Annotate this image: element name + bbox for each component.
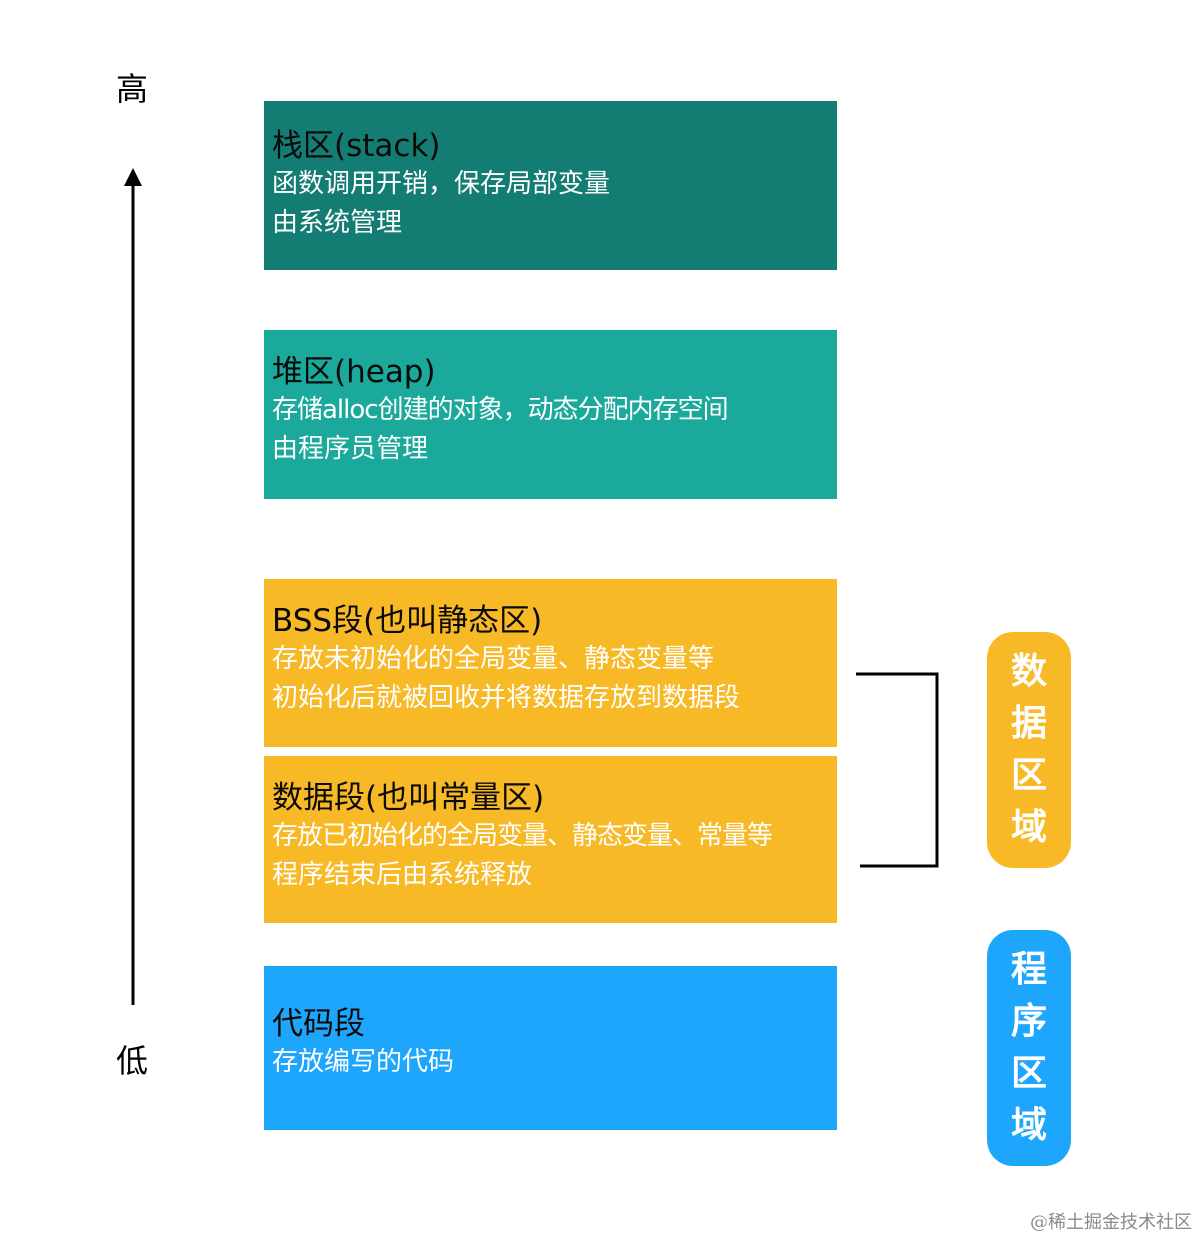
- program-area-char: 区: [1010, 1053, 1047, 1094]
- data-area-bracket: [856, 672, 939, 868]
- data-segment-desc-2: 程序结束后由系统释放: [272, 859, 533, 890]
- bss-region: BSS段(也叫静态区) 存放未初始化的全局变量、静态变量等 初始化后就被回收并将…: [264, 579, 837, 747]
- program-area-char: 程: [1010, 949, 1047, 990]
- data-segment-desc-1: 存放已初始化的全局变量、静态变量、常量等: [272, 821, 773, 852]
- stack-title: 栈区(stack): [272, 128, 441, 164]
- heap-desc-2: 由程序员管理: [272, 433, 429, 464]
- bss-desc-2: 初始化后就被回收并将数据存放到数据段: [272, 682, 741, 713]
- address-axis-arrow: [124, 168, 142, 1005]
- program-area-char: 域: [1010, 1105, 1047, 1146]
- heap-region: 堆区(heap) 存储alloc创建的对象，动态分配内存空间 由程序员管理: [264, 330, 837, 499]
- program-area-char: 序: [1010, 1001, 1047, 1042]
- code-segment-desc-1: 存放编写的代码: [272, 1047, 455, 1078]
- data-segment-region: 数据段(也叫常量区) 存放已初始化的全局变量、静态变量、常量等 程序结束后由系统…: [264, 756, 837, 923]
- heap-desc-1: 存储alloc创建的对象，动态分配内存空间: [272, 395, 729, 426]
- bss-desc-1: 存放未初始化的全局变量、静态变量等: [272, 644, 715, 675]
- axis-high-label: 高: [115, 70, 148, 108]
- watermark: @稀土掘金技术社区: [1030, 1212, 1192, 1233]
- bss-title: BSS段(也叫静态区): [272, 603, 543, 639]
- data-area-char: 区: [1010, 755, 1047, 796]
- data-area-char: 数: [1010, 651, 1047, 692]
- axis-low-label: 低: [115, 1042, 148, 1080]
- code-segment-region: 代码段 存放编写的代码: [264, 966, 837, 1130]
- stack-desc-1: 函数调用开销，保存局部变量: [272, 169, 611, 200]
- stack-desc-2: 由系统管理: [272, 207, 403, 238]
- program-area-label: 程 序 区 域: [987, 930, 1071, 1166]
- code-segment-title: 代码段: [272, 1006, 365, 1042]
- stack-region: 栈区(stack) 函数调用开销，保存局部变量 由系统管理: [264, 101, 837, 270]
- heap-title: 堆区(heap): [272, 354, 436, 390]
- data-area-char: 据: [1010, 703, 1047, 744]
- data-area-label: 数 据 区 域: [987, 632, 1071, 868]
- data-segment-title: 数据段(也叫常量区): [272, 780, 545, 816]
- data-area-char: 域: [1010, 807, 1047, 848]
